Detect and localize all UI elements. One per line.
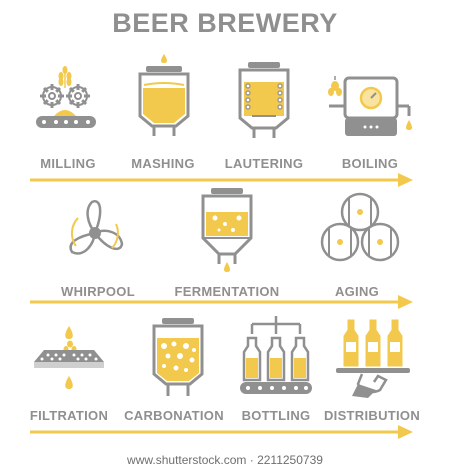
barrels-icon xyxy=(320,192,400,262)
carbonation-tank-icon xyxy=(152,318,204,396)
page-title: BEER BREWERY xyxy=(112,8,338,38)
mill-gears-icon xyxy=(36,66,96,128)
step-label-filtration: FILTRATION xyxy=(29,408,109,423)
filter-icon xyxy=(34,326,104,389)
step-label-aging: AGING xyxy=(334,284,380,299)
whirlpool-fan-icon xyxy=(69,200,124,255)
step-label-bottling: BOTTLING xyxy=(241,408,311,423)
fermentation-tank-icon xyxy=(201,188,253,272)
process-arrow-3 xyxy=(30,425,413,439)
process-arrow-2 xyxy=(30,295,413,309)
step-label-milling: MILLING xyxy=(40,156,96,171)
step-label-fermentation: FERMENTATION xyxy=(174,284,280,299)
process-arrow-1 xyxy=(30,173,413,187)
bottle-tray-icon xyxy=(336,319,410,398)
step-label-carbonation: CARBONATION xyxy=(124,408,224,423)
step-label-mashing: MASHING xyxy=(131,156,195,171)
step-label-distribution: DISTRIBUTION xyxy=(323,408,421,423)
lauter-tank-icon xyxy=(238,62,290,138)
step-label-lautering: LAUTERING xyxy=(224,156,304,171)
boiler-icon xyxy=(328,76,412,136)
bottling-line-icon xyxy=(240,316,312,394)
mash-tank-icon xyxy=(138,54,190,136)
step-label-boiling: BOILING xyxy=(341,156,399,171)
watermark-footer: www.shutterstock.com · 2211250739 xyxy=(0,450,450,470)
step-label-whirpool: WHIRPOOL xyxy=(61,284,135,299)
